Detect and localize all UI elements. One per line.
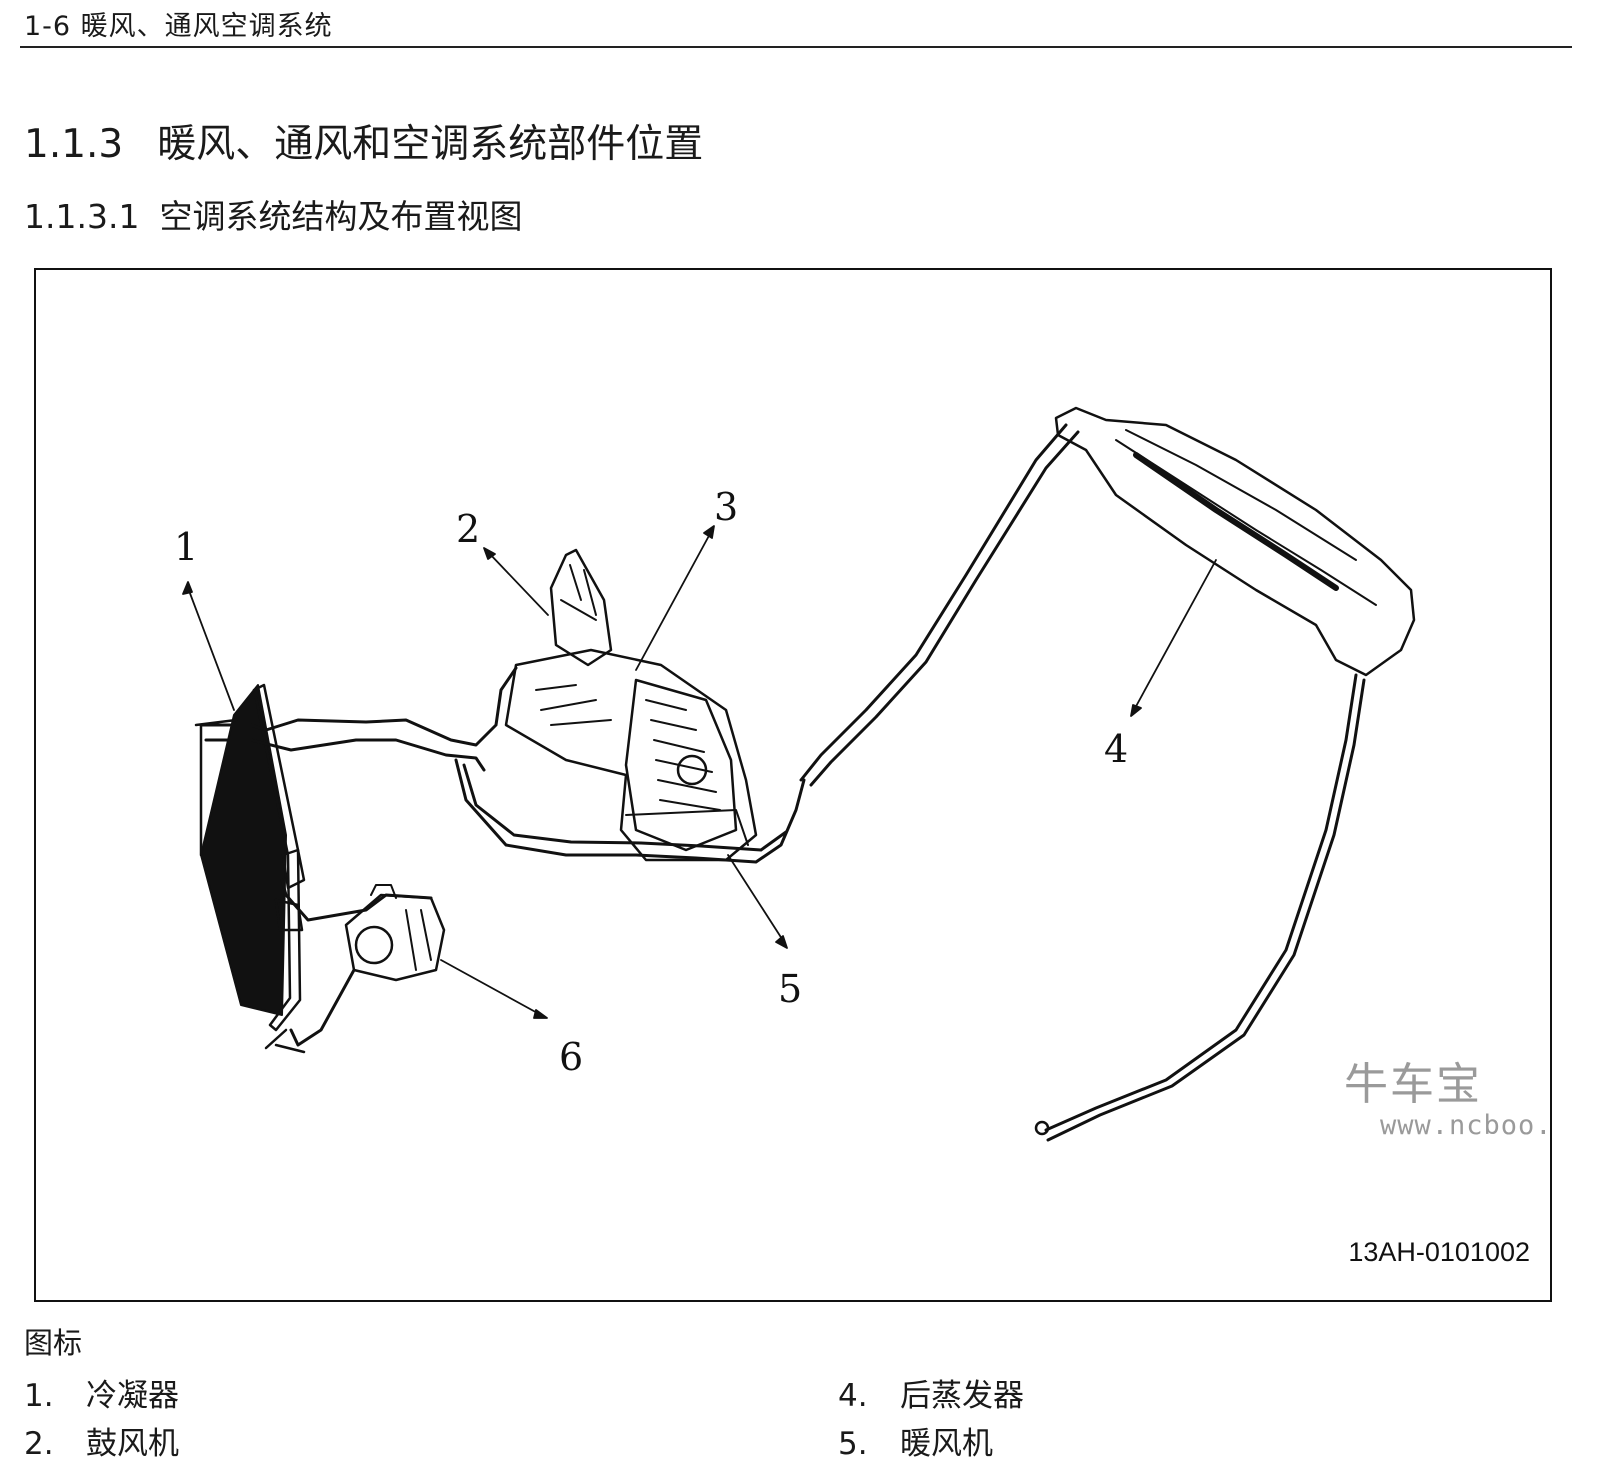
ac-system-figure: 1 2 3 4 5 6 牛车宝 www.ncboo.com 13AH-01010… [34,268,1552,1302]
legend-item: 5. 暖风机 [838,1418,993,1463]
figure-code: 13AH-0101002 [1348,1237,1530,1267]
refrigerant-lines-drawing [199,423,1366,1142]
subsection-number: 1.1.3.1 [24,197,140,236]
callout-2: 2 [456,507,481,551]
rear-evaporator-drawing [1054,406,1416,677]
watermark-url: www.ncboo.com [1380,1110,1552,1141]
legend-label: 鼓风机 [86,1426,179,1462]
legend-item: 4. 后蒸发器 [838,1370,1024,1415]
legend-label: 冷凝器 [86,1378,179,1414]
callout-4: 4 [1104,727,1129,771]
callout-3: 3 [714,485,739,529]
legend-index: 2. [24,1426,54,1462]
section-title-text: 暖风、通风和空调系统部件位置 [157,122,704,167]
watermark-logo: 牛车宝 [1344,1059,1482,1110]
leader-lines [182,525,1217,1019]
ac-system-drawing [182,406,1416,1142]
legend-index: 4. [838,1378,868,1414]
legend-label: 暖风机 [900,1426,993,1462]
legend-heading: 图标 [24,1326,83,1360]
hvac-module-drawing [504,548,758,862]
callout-1: 1 [174,525,199,569]
section-title: 1.1.3 暖风、通风和空调系统部件位置 [24,113,703,169]
legend-label: 后蒸发器 [900,1378,1024,1414]
legend-item: 2. 鼓风机 [24,1418,179,1463]
callout-6: 6 [559,1035,584,1079]
condenser-drawing [194,683,306,1054]
legend-index: 5. [838,1426,868,1462]
callout-5: 5 [778,967,803,1011]
running-header: 1-6 暖风、通风空调系统 [24,11,333,42]
subsection-title-text: 空调系统结构及布置视图 [159,197,523,236]
legend-index: 1. [24,1378,54,1414]
legend-item: 1. 冷凝器 [24,1370,179,1415]
section-number: 1.1.3 [24,122,124,167]
subsection-title: 1.1.3.1 空调系统结构及布置视图 [24,190,522,238]
header-rule [20,46,1572,48]
